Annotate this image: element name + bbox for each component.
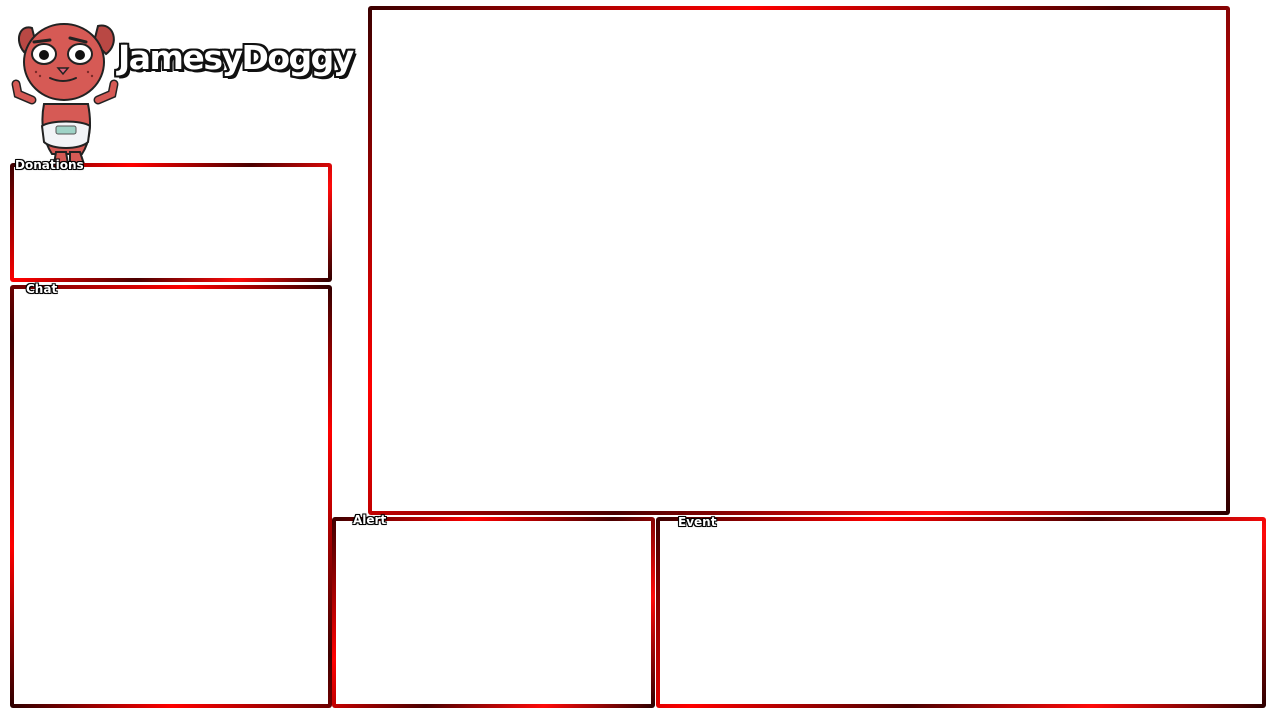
event-label: Event: [678, 515, 717, 529]
channel-brand-name: JamesyDoggy: [118, 38, 354, 77]
alert-label: Alert: [353, 513, 387, 527]
main-capture-frame: [368, 6, 1230, 515]
event-panel: [656, 517, 1266, 708]
dog-mascot-icon: [11, 23, 119, 165]
donations-label: Donations: [15, 158, 84, 172]
chat-label: Chat: [26, 282, 58, 296]
donations-panel: [10, 163, 332, 282]
chat-panel: [10, 285, 332, 708]
alert-panel: [332, 517, 655, 708]
